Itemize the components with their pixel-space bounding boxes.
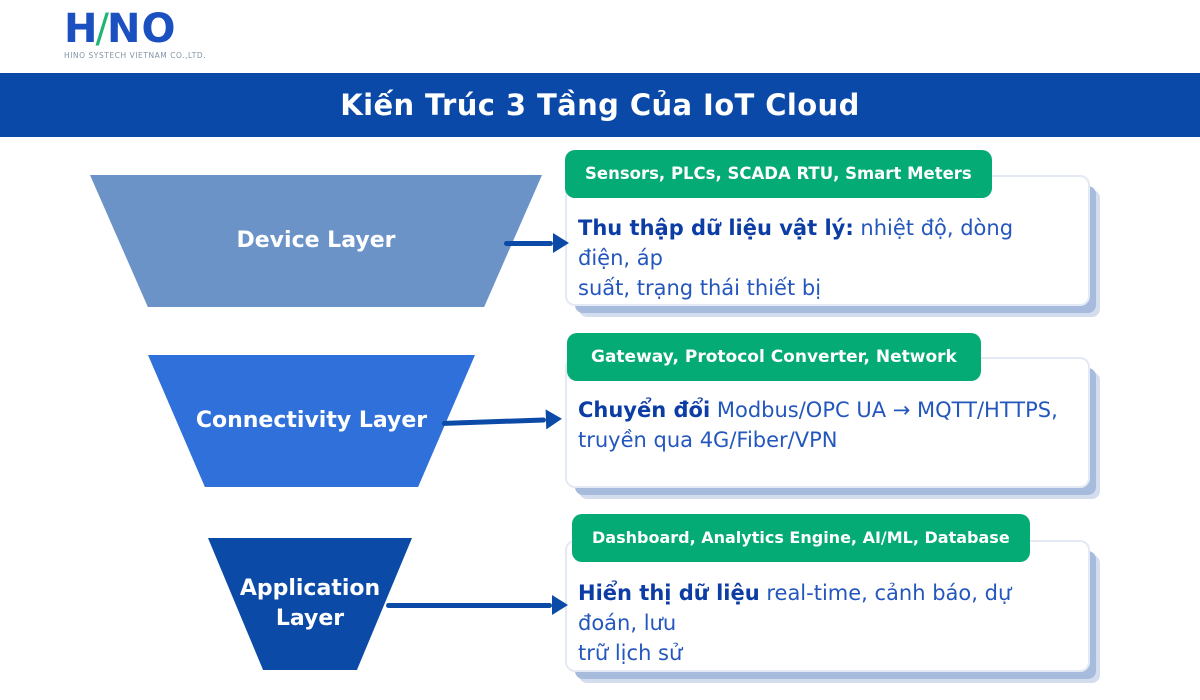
device-description-text: Thu thập dữ liệu vật lý: nhiệt độ, dòng … [578,214,1070,303]
connectivity-desc-bold: Chuyển đổi [578,398,711,422]
title-banner: Kiến Trúc 3 Tầng Của IoT Cloud [0,73,1200,137]
logo-slash-icon: / [95,6,110,52]
arrow-head [553,233,569,253]
layer-label-connectivity: Connectivity Layer [195,408,428,434]
badge-application-components: Dashboard, Analytics Engine, AI/ML, Data… [572,514,1030,562]
funnel-device-layer: Device Layer [90,175,542,307]
device-desc-bold: Thu thập dữ liệu vật lý: [578,216,854,240]
logo-letter-h: H [64,6,99,52]
layer-label-application: Application Layer [239,576,381,631]
application-description-text: Hiển thị dữ liệu real-time, cảnh báo, dự… [578,579,1070,668]
arrow-head [552,595,568,615]
application-desc-bold: Hiển thị dữ liệu [578,581,760,605]
badge-device-components: Sensors, PLCs, SCADA RTU, Smart Meters [565,150,992,198]
logo-letters-no: NO [106,6,177,52]
arrow-shaft [504,240,553,246]
arrow-shaft [386,602,552,608]
layer-label-device: Device Layer [236,228,396,254]
arrow-head [545,408,563,430]
card-application-description: Hiển thị dữ liệu real-time, cảnh báo, dự… [565,540,1090,672]
hino-logo: H/NO HINO SYSTECH VIETNAM CO.,LTD. [64,8,206,60]
arrow-shaft [441,416,547,426]
logo-tagline: HINO SYSTECH VIETNAM CO.,LTD. [64,51,207,60]
device-desc-rest: nhiệt độ, dòng điện, áp suất, trạng thái… [578,216,1014,300]
page-title: Kiến Trúc 3 Tầng Của IoT Cloud [340,88,860,122]
connectivity-description-text: Chuyển đổi Modbus/OPC UA → MQTT/HTTPS, t… [578,396,1070,456]
badge-connectivity-components: Gateway, Protocol Converter, Network [567,333,981,381]
application-desc-rest: real-time, cảnh báo, dự đoán, lưu trữ lị… [578,581,1012,665]
funnel-connectivity-layer: Connectivity Layer [148,355,475,487]
connectivity-desc-rest: Modbus/OPC UA → MQTT/HTTPS, truyền qua 4… [578,398,1058,452]
logo-wordmark: H/NO [64,8,206,50]
funnel-application-layer: Application Layer [208,538,412,670]
